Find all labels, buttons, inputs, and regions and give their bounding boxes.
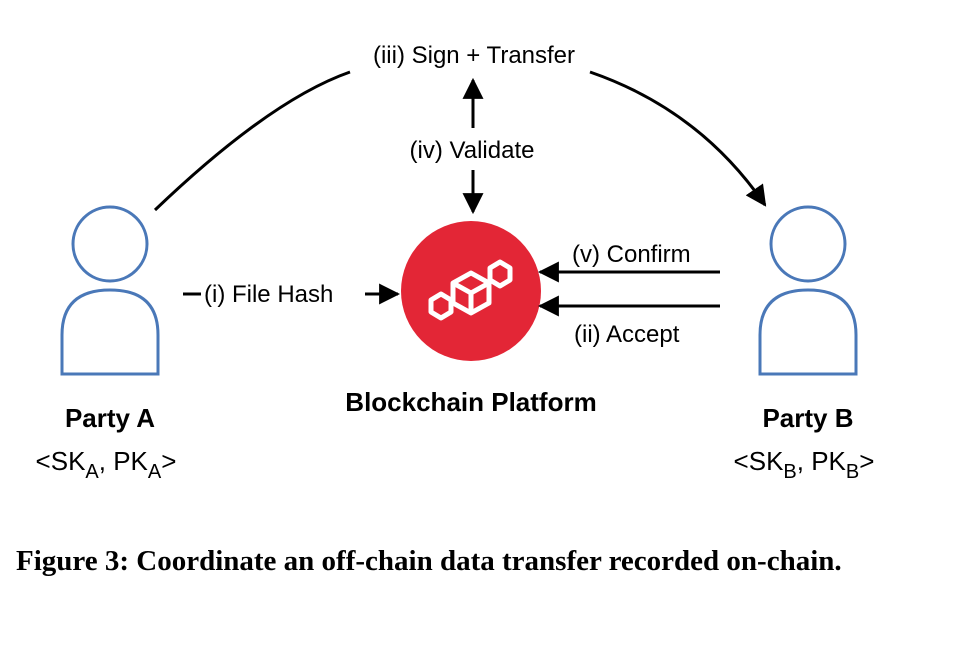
diagram: (iii) Sign + Transfer (iv) Validate (i) … [36,42,875,483]
party-b-keys: <SKB, PKB> [734,446,875,483]
label-accept: (ii) Accept [574,321,680,348]
sign-transfer-arc-right [589,70,767,207]
figure-caption: Figure 3: Coordinate an off-chain data t… [16,545,842,577]
label-confirm: (v) Confirm [572,241,691,268]
platform-name: Blockchain Platform [345,387,596,417]
party-b-name: Party B [762,403,853,433]
party-a-person-icon [60,205,160,376]
party-a-keys: <SKA, PKA> [36,446,177,483]
sign-transfer-arc-left [153,70,351,212]
label-file-hash: (i) File Hash [204,281,333,308]
label-validate: (iv) Validate [410,137,535,164]
label-sign-transfer: (iii) Sign + Transfer [373,42,575,69]
blockchain-platform-icon [401,221,541,361]
party-b-person-icon [758,205,858,376]
party-a-name: Party A [65,403,155,433]
